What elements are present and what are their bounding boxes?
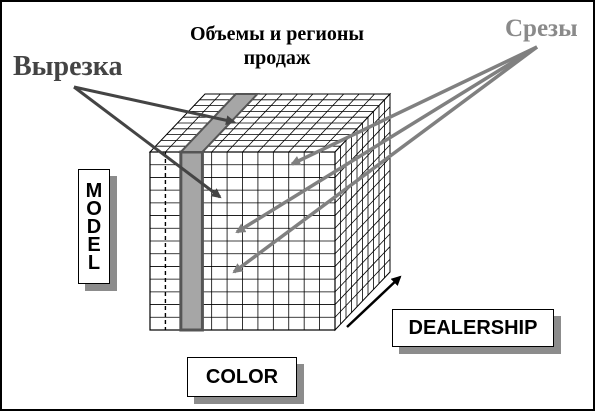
- color-axis-label: COLOR: [187, 357, 297, 397]
- right-grid-line: [334, 157, 391, 216]
- right-grid-line: [334, 195, 391, 254]
- cut-top-slab: [178, 93, 260, 153]
- data-cube: [148, 92, 392, 332]
- title-line-2: продаж: [243, 47, 311, 69]
- slices-label: Срезы: [505, 15, 578, 42]
- dealership-axis-label: DEALERSHIP: [392, 309, 554, 347]
- right-grid-line: [334, 220, 391, 280]
- diagram-title: Объемы и регионы продаж: [142, 22, 412, 70]
- title-line-1: Объемы и регионы: [189, 23, 365, 45]
- right-grid-line: [334, 233, 391, 293]
- model-letter-1: M: [85, 179, 103, 202]
- right-grid-line: [334, 144, 391, 204]
- dealership-axis-arrow: [346, 275, 402, 328]
- right-grid-line: [334, 182, 391, 242]
- model-letter-4: E: [87, 233, 101, 256]
- slice-arrow-3: [232, 45, 539, 274]
- cube-right-face: [334, 92, 391, 332]
- right-grid-line: [334, 259, 391, 318]
- cut-arrow-top: [73, 85, 236, 126]
- cut-front-strip: [179, 150, 204, 332]
- right-grid-line: [334, 246, 391, 305]
- slice-arrow-2: [235, 45, 538, 234]
- right-grid-line: [334, 106, 391, 165]
- right-grid-line: [334, 208, 391, 267]
- cut-arrow-front: [73, 85, 222, 199]
- model-letter-3: D: [86, 215, 102, 238]
- right-grid-line: [334, 170, 391, 229]
- cube-front-face: [149, 151, 336, 331]
- slice-arrow-1: [290, 45, 538, 166]
- cut-label: Вырезка: [13, 51, 123, 82]
- cut-highlight: [178, 93, 260, 332]
- model-letter-2: O: [86, 197, 102, 220]
- model-letter-5: L: [87, 251, 101, 274]
- arrows: [73, 45, 539, 328]
